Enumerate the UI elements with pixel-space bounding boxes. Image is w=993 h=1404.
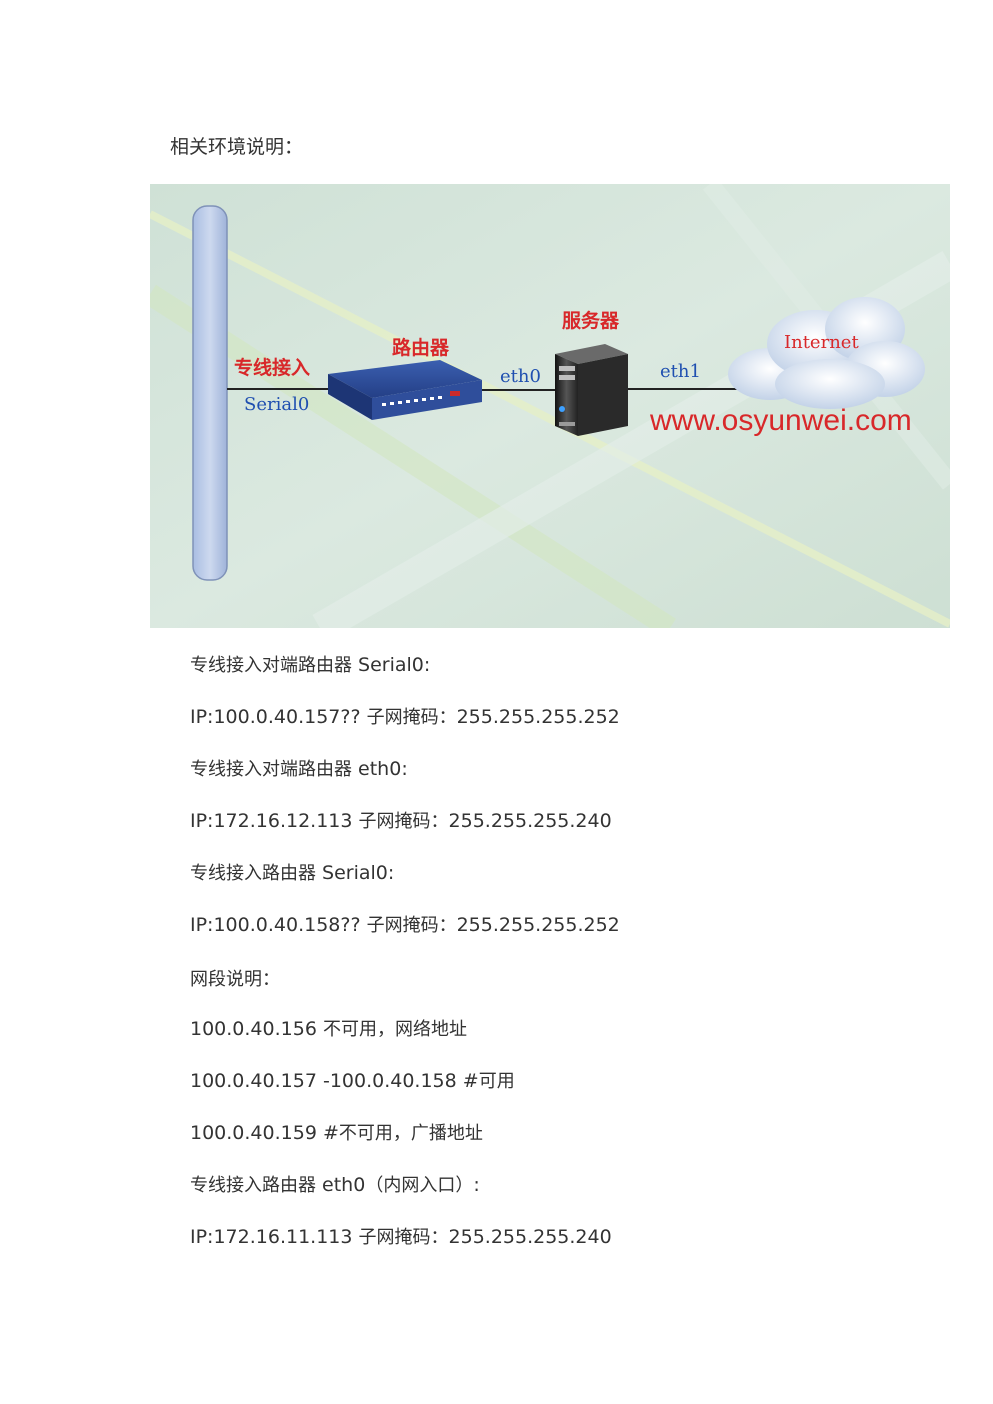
detail-line: 100.0.40.156 不可用，网络地址 bbox=[190, 1018, 467, 1040]
serial-label: Serial0 bbox=[244, 394, 309, 415]
leased-line-backbone bbox=[192, 205, 228, 581]
detail-line: IP:172.16.11.113 子网掩码：255.255.255.240 bbox=[190, 1226, 612, 1248]
section-heading: 相关环境说明： bbox=[170, 136, 304, 158]
internet-cloud-icon bbox=[728, 297, 925, 409]
detail-line: 网段说明： bbox=[190, 969, 280, 990]
router-label: 路由器 bbox=[392, 336, 450, 359]
detail-line: 专线接入路由器 Serial0: bbox=[190, 862, 395, 884]
internet-label: Internet bbox=[784, 332, 859, 353]
server-icon bbox=[555, 344, 628, 436]
detail-line: 专线接入对端路由器 eth0: bbox=[190, 758, 408, 780]
network-diagram: 专线接入 Serial0 路由器 eth0 服务器 eth1 Internet … bbox=[150, 184, 950, 628]
detail-line: IP:100.0.40.157?? 子网掩码：255.255.255.252 bbox=[190, 706, 620, 728]
detail-line: 100.0.40.159 #不可用，广播地址 bbox=[190, 1122, 483, 1144]
eth0-label: eth0 bbox=[500, 366, 541, 387]
leased-line-label: 专线接入 bbox=[234, 356, 310, 379]
detail-line: 专线接入对端路由器 Serial0: bbox=[190, 654, 431, 676]
detail-line: 专线接入路由器 eth0（内网入口）: bbox=[190, 1174, 480, 1196]
watermark-url: www.osyunwei.com bbox=[649, 404, 912, 437]
detail-line: IP:100.0.40.158?? 子网掩码：255.255.255.252 bbox=[190, 914, 620, 936]
detail-line: IP:172.16.12.113 子网掩码：255.255.255.240 bbox=[190, 810, 612, 832]
server-label: 服务器 bbox=[562, 309, 620, 332]
detail-line: 100.0.40.157 -100.0.40.158 #可用 bbox=[190, 1070, 515, 1092]
router-icon bbox=[328, 360, 482, 420]
eth1-label: eth1 bbox=[660, 361, 701, 382]
